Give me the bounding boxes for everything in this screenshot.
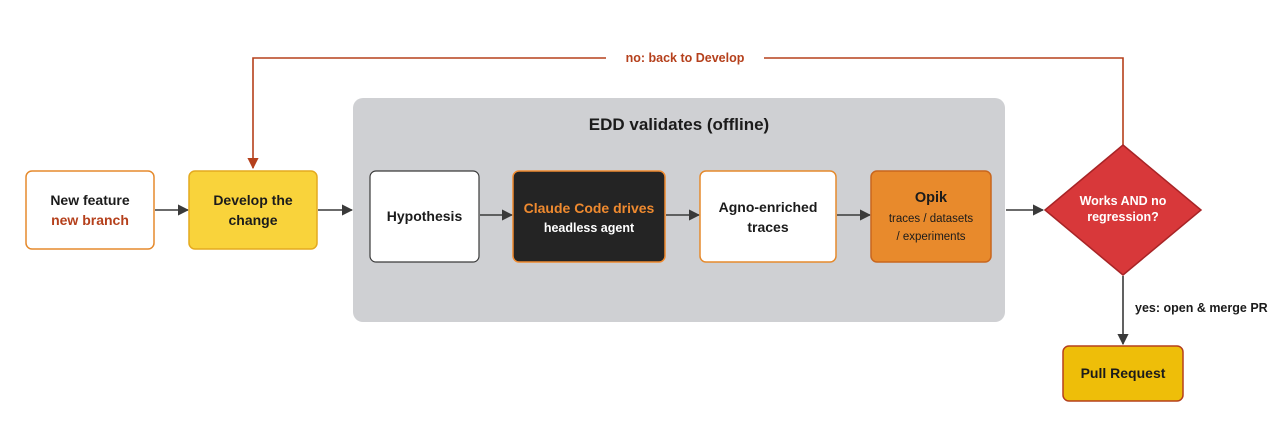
node-hypothesis: Hypothesis bbox=[369, 170, 480, 263]
node-develop-line1: Develop the bbox=[213, 192, 293, 208]
node-pull-request: Pull Request bbox=[1062, 345, 1184, 402]
node-decision-line2: regression? bbox=[1087, 210, 1159, 224]
node-agno-line2: traces bbox=[747, 219, 788, 235]
edd-group-title: EDD validates (offline) bbox=[589, 115, 769, 134]
feedback-edge bbox=[253, 57, 1124, 168]
node-opik: Opik traces / datasets / experiments bbox=[870, 170, 992, 263]
yes-edge-label: yes: open & merge PR bbox=[1135, 301, 1268, 315]
node-claude-title: Claude Code drives bbox=[524, 200, 655, 216]
node-opik-line2: traces / datasets bbox=[889, 213, 974, 225]
node-new-feature-subtitle: new branch bbox=[51, 212, 129, 228]
node-opik-title: Opik bbox=[915, 190, 948, 206]
node-agno-traces: Agno-enriched traces bbox=[699, 170, 837, 263]
node-develop-line2: change bbox=[228, 212, 277, 228]
node-develop: Develop the change bbox=[188, 170, 318, 250]
node-claude-code: Claude Code drives headless agent bbox=[512, 170, 666, 263]
node-agno-line1: Agno-enriched bbox=[719, 199, 818, 215]
node-new-feature-title: New feature bbox=[50, 192, 130, 208]
node-pull-request-label: Pull Request bbox=[1081, 365, 1166, 381]
node-claude-subtitle: headless agent bbox=[544, 221, 635, 235]
node-decision-line1: Works AND no bbox=[1080, 194, 1167, 208]
node-opik-line3: / experiments bbox=[896, 231, 965, 243]
node-hypothesis-label: Hypothesis bbox=[387, 208, 463, 224]
node-new-feature: New feature new branch bbox=[25, 170, 155, 250]
feedback-edge-label: no: back to Develop bbox=[626, 51, 745, 65]
node-decision: Works AND no regression? bbox=[1043, 144, 1203, 276]
edd-group-container bbox=[353, 98, 1005, 322]
